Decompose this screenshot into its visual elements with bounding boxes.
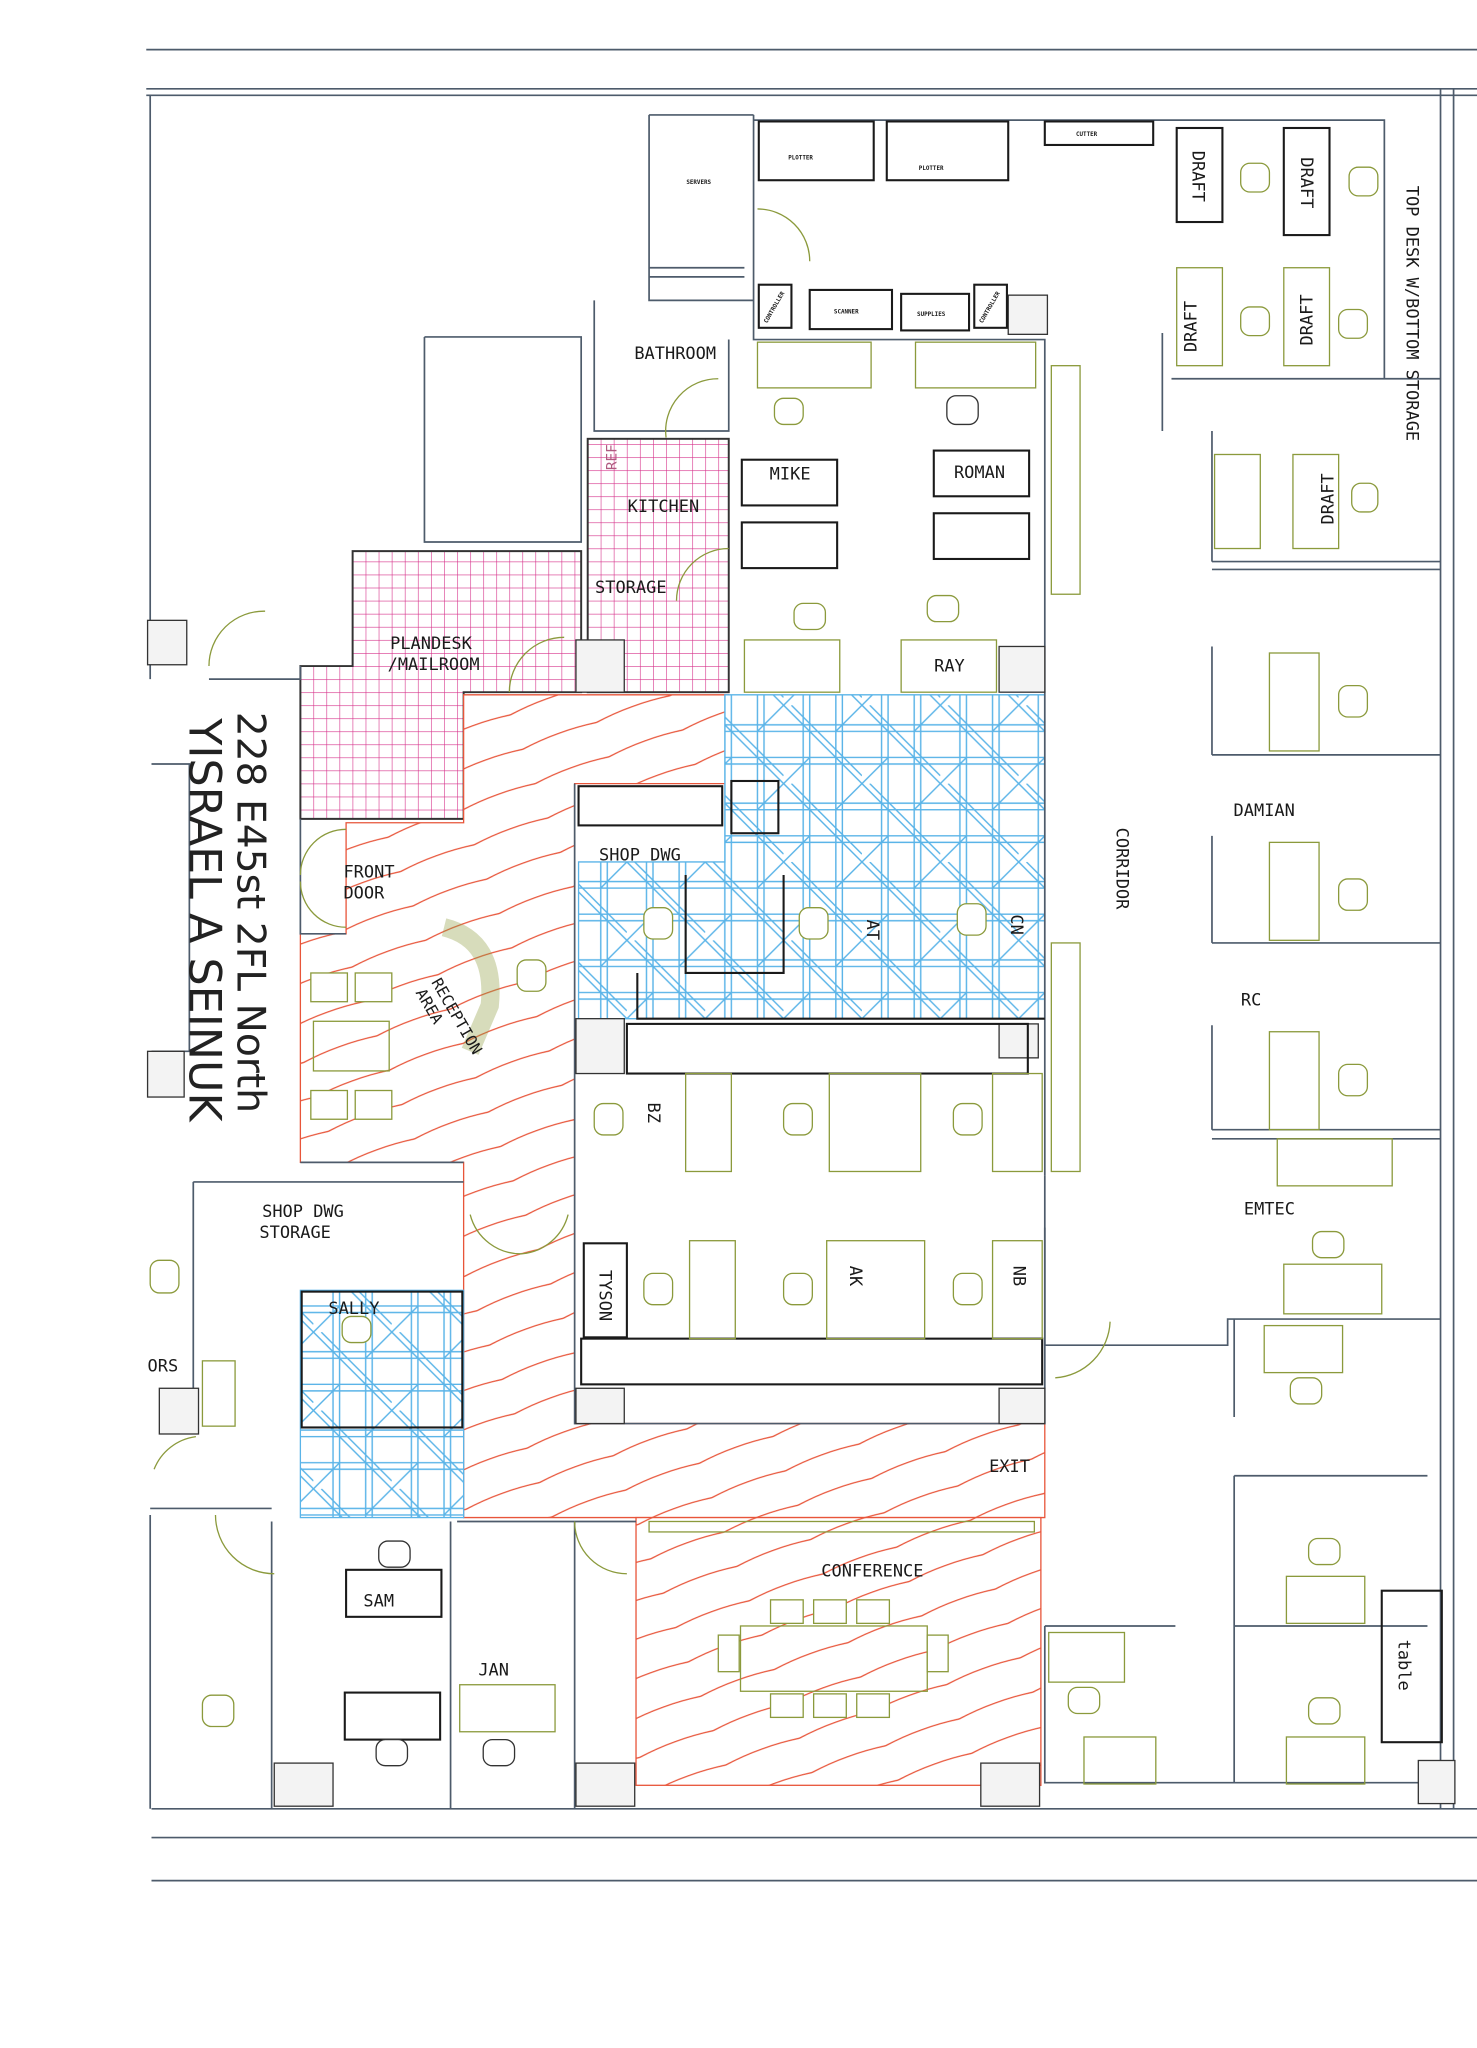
- conference-area: [635, 1516, 1042, 1786]
- label-draft-2: DRAFT: [1296, 157, 1316, 208]
- label-draft-5: DRAFT: [1318, 473, 1338, 524]
- label-tyson: TYSON: [594, 1270, 614, 1321]
- label-controller-1: CONTROLLER: [763, 291, 786, 325]
- label-roman: ROMAN: [954, 463, 1005, 483]
- label-front-door-2: DOOR: [343, 884, 385, 904]
- label-cutter: CUTTER: [1076, 132, 1098, 138]
- label-conference: CONFERENCE: [821, 1561, 923, 1581]
- equipment-and-desks: [343, 120, 1443, 1744]
- columns: [146, 294, 1456, 1807]
- label-kitchen: KITCHEN: [628, 497, 700, 517]
- handwritten-name: YISRAEL A SEINUK: [178, 717, 229, 1123]
- doors: [153, 208, 1111, 1575]
- label-servers: SERVERS: [686, 180, 711, 186]
- label-exit: EXIT: [989, 1457, 1030, 1477]
- label-damian: DAMIAN: [1234, 801, 1295, 821]
- label-emtec: EMTEC: [1244, 1200, 1295, 1220]
- label-jan: JAN: [478, 1661, 509, 1681]
- label-plotter-2: PLOTTER: [919, 166, 944, 172]
- label-mailroom: /MAILROOM: [388, 655, 480, 675]
- handwritten-address: 228 E45st 2FL North: [228, 712, 273, 1113]
- label-at: AT: [862, 920, 882, 940]
- label-shop-dwg-storage-2: STORAGE: [259, 1223, 331, 1243]
- label-sam: SAM: [363, 1591, 394, 1611]
- interior-walls: [150, 114, 1441, 1809]
- label-rc: RC: [1241, 991, 1261, 1011]
- label-ak: AK: [845, 1266, 865, 1287]
- label-ors: ORS: [148, 1356, 179, 1376]
- label-front-door-1: FRONT: [343, 863, 394, 883]
- label-draft-3: DRAFT: [1181, 301, 1201, 352]
- label-bathroom: BATHROOM: [634, 344, 716, 364]
- label-sally: SALLY: [328, 1299, 379, 1319]
- label-table: table: [1394, 1640, 1414, 1691]
- label-mike: MIKE: [770, 464, 811, 484]
- label-shop-dwg: SHOP DWG: [599, 846, 681, 866]
- label-cn: CN: [1006, 914, 1026, 934]
- label-nb: NB: [1008, 1266, 1028, 1286]
- building-outline: [146, 48, 1477, 1882]
- label-controller-2: CONTROLLER: [979, 291, 1002, 325]
- label-shop-dwg-storage-1: SHOP DWG: [262, 1202, 344, 1222]
- label-ray: RAY: [934, 656, 965, 676]
- label-ref: REF: [604, 444, 620, 470]
- label-corridor: CORRIDOR: [1112, 828, 1132, 911]
- label-bz: BZ: [643, 1102, 663, 1122]
- label-supplies: SUPPLIES: [917, 312, 946, 318]
- label-storage: STORAGE: [595, 578, 667, 598]
- label-draft-4: DRAFT: [1298, 294, 1318, 345]
- label-plotter-1: PLOTTER: [788, 155, 813, 161]
- label-draft-1: DRAFT: [1187, 151, 1207, 202]
- label-scanner: SCANNER: [834, 309, 859, 315]
- furniture: [149, 162, 1393, 1785]
- label-plandesk: PLANDESK: [390, 634, 473, 654]
- sally-area: [299, 1289, 465, 1519]
- label-top-desk: TOP DESK W/BOTTOM STORAGE: [1402, 186, 1422, 441]
